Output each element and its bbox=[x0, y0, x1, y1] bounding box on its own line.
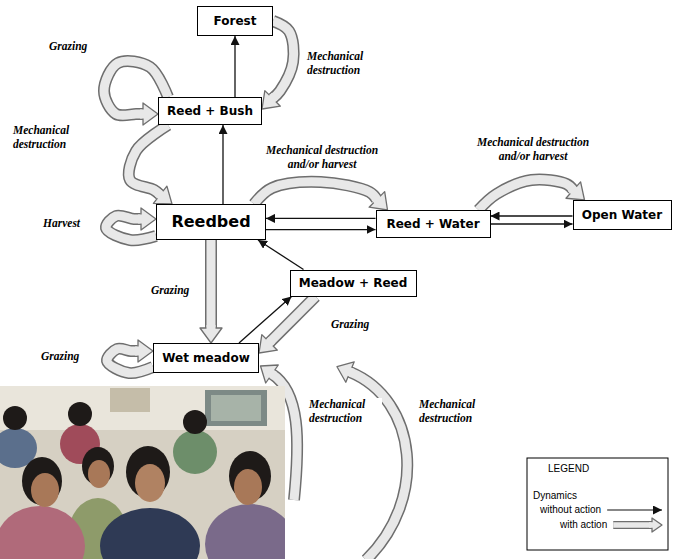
arrow-outline bbox=[129, 125, 168, 195]
arrow-seam bbox=[649, 522, 654, 528]
arrow-head bbox=[143, 103, 158, 125]
state-name: Reedbed bbox=[171, 212, 250, 231]
arrow-body bbox=[270, 297, 316, 343]
action-label: Grazing bbox=[48, 40, 88, 54]
action-label: Grazing bbox=[40, 350, 80, 364]
legend-line bbox=[607, 509, 662, 510]
action-arrow bbox=[106, 208, 156, 240]
arrow-seam bbox=[571, 188, 575, 191]
legend-text: without action bbox=[540, 504, 601, 516]
action-arrow bbox=[107, 340, 153, 373]
arrow-seam bbox=[140, 110, 145, 119]
transition-arrow bbox=[266, 229, 376, 230]
arrow-seam bbox=[268, 340, 272, 344]
state-name: Open Water bbox=[582, 208, 662, 222]
state-box: Meadow + Reed bbox=[290, 270, 417, 297]
transition-arrow bbox=[491, 216, 573, 217]
action-label: Grazing bbox=[330, 318, 370, 332]
transition-line bbox=[234, 36, 235, 97]
meeting-photo bbox=[0, 386, 285, 559]
transition-line bbox=[266, 229, 376, 230]
state-box: Open Water bbox=[573, 200, 672, 230]
transition-arrow bbox=[223, 125, 224, 204]
state-name: Reed + Water bbox=[386, 217, 479, 231]
arrow-head bbox=[566, 182, 585, 200]
arrow-seam bbox=[207, 325, 216, 330]
transition-line bbox=[491, 215, 573, 216]
arrow-seam bbox=[375, 197, 379, 201]
arrow-head bbox=[262, 91, 280, 109]
arrow-body bbox=[273, 21, 294, 98]
action-label: Harvest bbox=[42, 217, 81, 231]
transition-line bbox=[258, 240, 304, 270]
note-label: Mechanical destruction bbox=[308, 398, 382, 426]
state-box: Forest bbox=[197, 6, 273, 36]
note-label: LEGEND bbox=[548, 463, 589, 475]
note-label: Dynamics bbox=[533, 490, 577, 502]
arrow-outline bbox=[205, 240, 217, 328]
transition-line bbox=[222, 125, 223, 204]
transition-arrow bbox=[266, 218, 376, 219]
state-name: Meadow + Reed bbox=[299, 276, 408, 290]
state-box: Reedbed bbox=[156, 204, 266, 240]
action-arrow bbox=[337, 362, 407, 559]
note-label: Mechanical destruction bbox=[418, 398, 492, 426]
transition-arrow bbox=[258, 240, 304, 270]
legend-sample bbox=[613, 518, 662, 532]
legend-text: with action bbox=[560, 519, 607, 531]
action-label: Mechanical destruction bbox=[12, 124, 86, 152]
arrow-seam bbox=[271, 96, 275, 100]
arrow-outline bbox=[273, 21, 294, 98]
legend-box bbox=[527, 458, 668, 550]
arrow-body bbox=[613, 522, 652, 528]
state-box: Wet meadow bbox=[153, 343, 259, 373]
state-box: Reed + Bush bbox=[158, 97, 262, 125]
action-arrow bbox=[200, 240, 222, 343]
action-arrow bbox=[254, 182, 388, 210]
action-arrow bbox=[479, 180, 585, 210]
state-name: Wet meadow bbox=[162, 351, 250, 365]
arrow-head bbox=[259, 335, 277, 353]
arrow-head bbox=[153, 186, 172, 204]
transition-line bbox=[266, 218, 376, 219]
arrow-outline bbox=[270, 297, 316, 343]
transition-line bbox=[491, 223, 573, 224]
arrow-outline bbox=[479, 180, 574, 210]
arrow-head bbox=[141, 208, 156, 230]
state-name: Reed + Bush bbox=[167, 104, 253, 118]
state-box: Reed + Water bbox=[376, 210, 491, 238]
action-arrow bbox=[259, 297, 316, 354]
transition-arrow bbox=[235, 36, 236, 97]
arrow-outline bbox=[613, 521, 652, 529]
arrow-head bbox=[138, 340, 153, 362]
arrow-seam bbox=[135, 347, 140, 356]
legend-sample bbox=[607, 510, 662, 511]
arrow-body bbox=[207, 240, 216, 328]
arrow-seam bbox=[158, 193, 162, 196]
action-label: Mechanical destruction and/or harvest bbox=[462, 136, 604, 164]
arrow-body bbox=[129, 125, 168, 195]
action-label: Mechanical destruction and/or harvest bbox=[251, 144, 393, 172]
arrow-body bbox=[254, 182, 377, 204]
arrow-head bbox=[200, 328, 222, 343]
action-label: Grazing bbox=[150, 284, 190, 298]
transition-arrow bbox=[491, 224, 573, 225]
arrow-body bbox=[479, 180, 574, 210]
action-label: Mechanical destruction bbox=[306, 50, 380, 78]
state-name: Forest bbox=[214, 14, 257, 28]
action-arrow bbox=[129, 125, 172, 204]
arrow-seam bbox=[138, 215, 143, 224]
arrow-outline bbox=[254, 182, 377, 204]
arrow-head bbox=[369, 192, 387, 210]
